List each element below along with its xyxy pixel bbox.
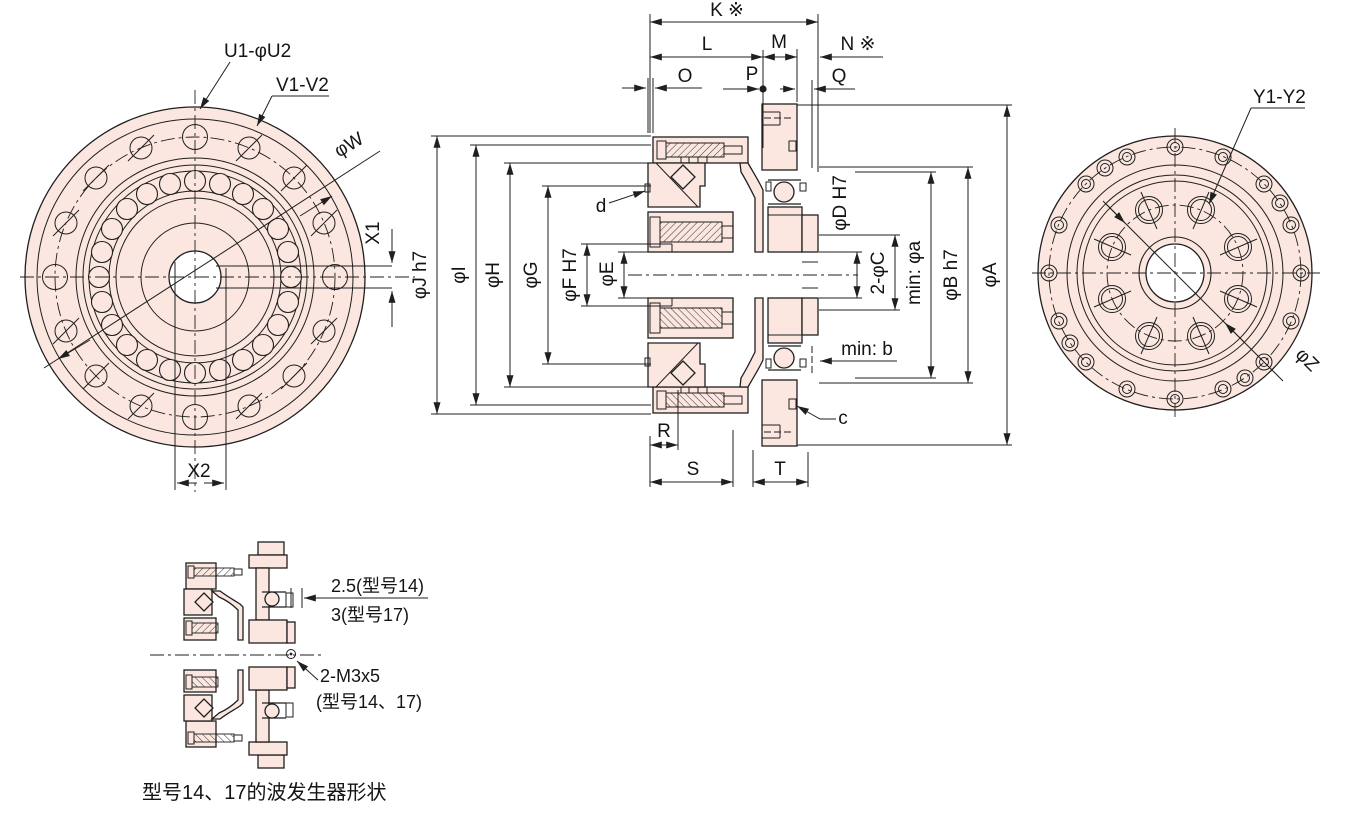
outer-screw-holes	[1040, 138, 1310, 408]
leader-v1: V1-V2	[256, 75, 329, 127]
phiA-label: φA	[980, 262, 1001, 287]
d-label: d	[596, 196, 607, 217]
detail-dim14-label: 2.5(型号14)	[331, 576, 424, 596]
c-label: c	[838, 408, 848, 429]
leader-u1: U1-φU2	[199, 41, 291, 110]
phiC-label: 2-φC	[868, 252, 889, 295]
phiB-label: φB h7	[941, 249, 962, 300]
phiJ-label: φJ h7	[410, 251, 431, 299]
section-left-dims: φJ h7 φI φH φG φF H7 φE	[410, 135, 651, 415]
right-rear-view: φZ Y1-Y2	[1032, 87, 1323, 420]
l-label: L	[702, 34, 713, 55]
detail-upper-half	[183, 541, 296, 644]
u1-label: U1-φU2	[224, 41, 291, 62]
x1-label: X1	[363, 221, 384, 244]
section-right-dims: φD H7 2-φC min: φa φB h7 φA min: b	[797, 104, 1012, 446]
phiW-label: φW	[331, 128, 368, 162]
m3-screw-hole	[286, 649, 296, 659]
keyway	[216, 265, 392, 289]
detail-view: 2.5(型号14) 3(型号17) 2-M3x5 (型号14、17) 型号14、…	[142, 541, 428, 804]
section-top-dims: K ※ L M N ※ O P Q	[622, 0, 883, 172]
section-upper-half	[644, 103, 819, 263]
phiD-label: φD H7	[830, 175, 851, 231]
s-label: S	[687, 459, 700, 480]
section-view: K ※ L M N ※ O P Q φJ h7 φI	[410, 0, 1012, 487]
v1-label: V1-V2	[276, 75, 329, 96]
minb-label: min: b	[841, 339, 893, 360]
ref-leaders: c d	[596, 190, 848, 429]
phiG-label: φG	[521, 261, 542, 288]
detail-screw-label: 2-M3x5	[320, 666, 380, 686]
phia-label: min: φa	[904, 241, 925, 305]
o-label: O	[678, 66, 693, 87]
detail-screw-models-label: (型号14、17)	[316, 692, 422, 712]
y1-label: Y1-Y2	[1253, 87, 1306, 108]
detail-caption: 型号14、17的波发生器形状	[142, 781, 387, 804]
k-label: K ※	[710, 0, 744, 21]
section-bottom-dims: R S T	[649, 390, 809, 487]
left-front-view: φW X1 X2 U1-φU2 V1-V2	[20, 41, 415, 492]
q-label: Q	[832, 66, 847, 87]
m-label: M	[771, 32, 787, 53]
leader-y1: Y1-Y2	[1208, 87, 1306, 205]
n-label: N ※	[841, 34, 876, 55]
m3-screw-center	[289, 652, 293, 656]
t-label: T	[774, 459, 786, 480]
phiZ-label: φZ	[1291, 344, 1323, 376]
dim-x2: X2	[174, 262, 227, 490]
phiI-label: φI	[449, 266, 470, 284]
x2-label: X2	[187, 461, 210, 482]
r-label: R	[657, 421, 671, 442]
phiE-label: φE	[597, 262, 618, 287]
phiH-label: φH	[483, 262, 504, 288]
p-label: P	[746, 64, 759, 85]
detail-dims: 2.5(型号14) 3(型号17) 2-M3x5 (型号14、17)	[290, 576, 428, 712]
inner-bolt-holes	[1093, 191, 1258, 355]
dim-x1: X1	[363, 221, 396, 327]
phiF-label: φF H7	[560, 248, 581, 302]
detail-dim17-label: 3(型号17)	[331, 605, 409, 625]
p-point	[759, 85, 767, 93]
